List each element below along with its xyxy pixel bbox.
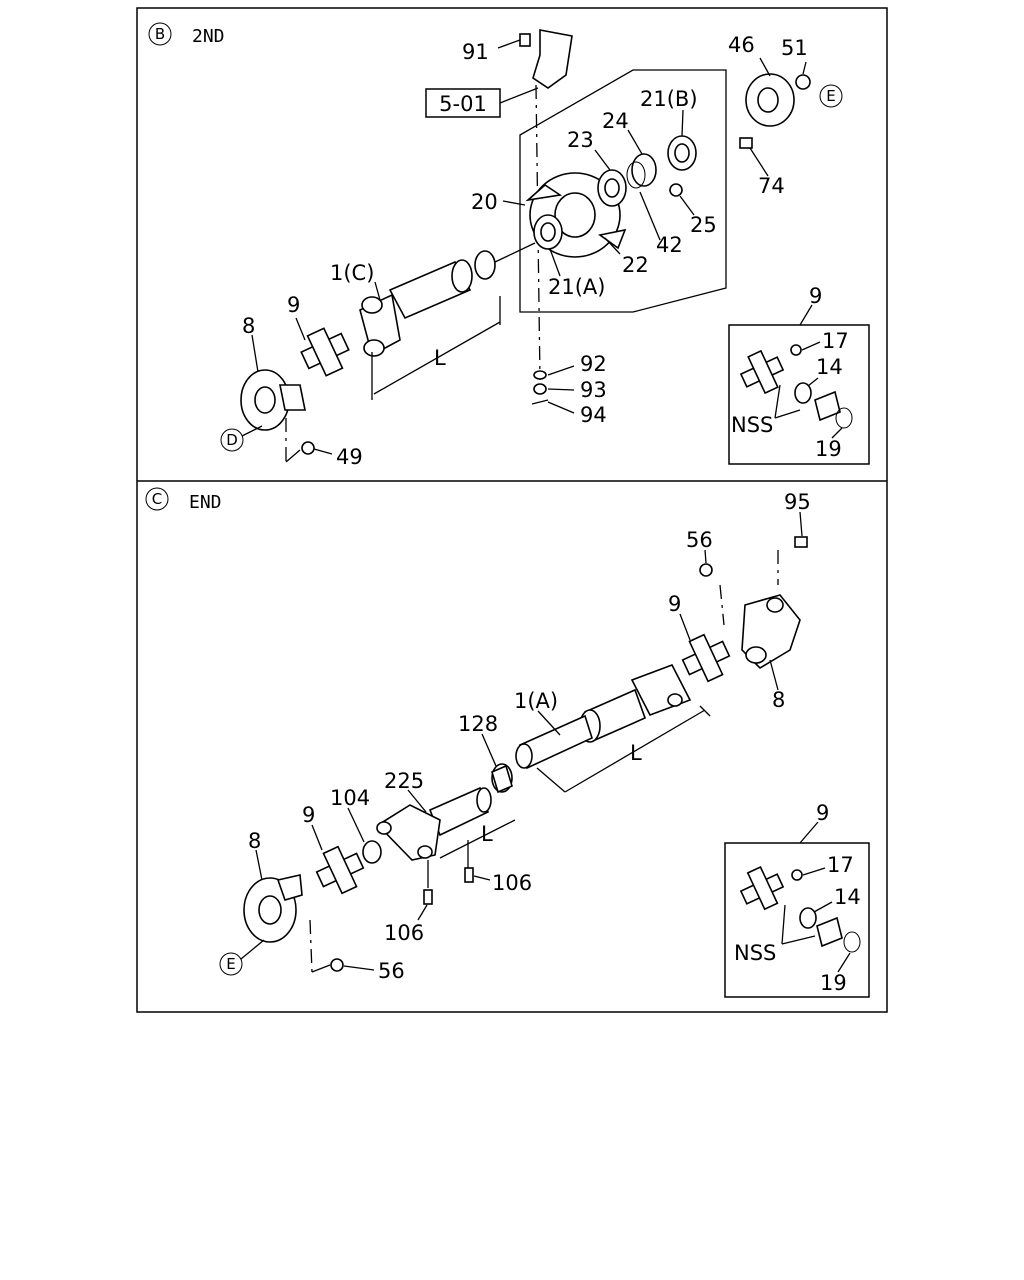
callout-e-upper: E [826, 87, 835, 105]
bolt-74 [739, 137, 753, 149]
dim-l-upper: L [434, 346, 446, 370]
fitting-106a [464, 867, 474, 883]
inset-lower-14: 14 [834, 885, 861, 909]
label-8: 8 [242, 314, 255, 338]
label-51: 51 [781, 36, 808, 60]
label-128: 128 [458, 712, 498, 736]
label-93: 93 [580, 378, 607, 402]
seal-42 [626, 161, 646, 189]
section-b-marker-circle [148, 22, 172, 46]
outer-frame [136, 7, 888, 1013]
bolt-95 [794, 536, 808, 548]
label-1c: 1(C) [330, 261, 374, 285]
label-21b: 21(B) [640, 87, 698, 111]
label-49: 49 [336, 445, 363, 469]
section-b-marker: B [155, 25, 165, 43]
bracket [532, 29, 573, 89]
nut-93 [533, 383, 547, 395]
label-25: 25 [690, 213, 717, 237]
callout-e-upper-circle [819, 84, 843, 108]
label-8-end: 8 [772, 688, 785, 712]
section-c-title: END [189, 492, 222, 513]
label-106a: 106 [492, 871, 532, 895]
label-9-lower: 9 [302, 803, 315, 827]
label-94: 94 [580, 403, 607, 427]
inset-upper-nss: NSS [731, 413, 773, 437]
washer-92 [533, 370, 547, 380]
inset-upper-17: 17 [822, 329, 849, 353]
label-91: 91 [462, 40, 489, 64]
nut-51 [795, 74, 811, 90]
inset-upper-14: 14 [816, 355, 843, 379]
section-b-title: 2ND [192, 26, 225, 47]
inset-upper-9: 9 [809, 284, 822, 308]
label-106b: 106 [384, 921, 424, 945]
lower-section: C END L [145, 487, 870, 998]
label-21a: 21(A) [548, 275, 605, 299]
label-42: 42 [656, 233, 683, 257]
inset-lower-17: 17 [827, 853, 854, 877]
label-9: 9 [287, 293, 300, 317]
label-74: 74 [758, 174, 785, 198]
label-23: 23 [567, 128, 594, 152]
inset-lower: 9 17 14 NSS 19 [724, 801, 870, 998]
upper-section: B 2ND 5-01 E [148, 22, 870, 469]
callout-d-circle [220, 428, 244, 452]
section-c-marker: C [152, 490, 162, 508]
inset-lower-19: 19 [820, 971, 847, 995]
inset-upper-19: 19 [815, 437, 842, 461]
bolt-91 [519, 33, 531, 47]
callout-e-lower-circle [219, 952, 243, 976]
label-104: 104 [330, 786, 370, 810]
dim-l-lower: L [630, 741, 642, 765]
nut-25 [669, 183, 683, 197]
section-c-marker-circle [145, 487, 169, 511]
shaft-1c [388, 260, 472, 320]
label-8-lower: 8 [248, 829, 261, 853]
label-1a: 1(A) [514, 689, 558, 713]
pin-94 [531, 399, 549, 405]
inset-lower-9: 9 [816, 801, 829, 825]
label-9-end: 9 [668, 592, 681, 616]
spline-end [474, 250, 496, 280]
ring-104 [362, 840, 382, 864]
nut-56-lower [330, 958, 344, 972]
label-22: 22 [622, 253, 649, 277]
callout-e-lower: E [226, 955, 235, 973]
fitting-106b [423, 889, 433, 905]
label-56-upper: 56 [686, 528, 713, 552]
label-92: 92 [580, 352, 607, 376]
callout-d: D [226, 431, 238, 449]
label-95: 95 [784, 490, 811, 514]
bearing-group-outline [519, 69, 727, 313]
ref-box-label: 5-01 [439, 92, 487, 116]
nut-49 [301, 441, 315, 455]
dim-l-small: L [481, 822, 493, 846]
label-24: 24 [602, 109, 629, 133]
inset-lower-nss: NSS [734, 941, 776, 965]
label-56-lower: 56 [378, 959, 405, 983]
label-46: 46 [728, 33, 755, 57]
label-225: 225 [384, 769, 424, 793]
inset-upper: 9 17 14 NSS 19 [728, 284, 870, 465]
label-20: 20 [471, 190, 498, 214]
nut-56-upper [699, 563, 713, 577]
